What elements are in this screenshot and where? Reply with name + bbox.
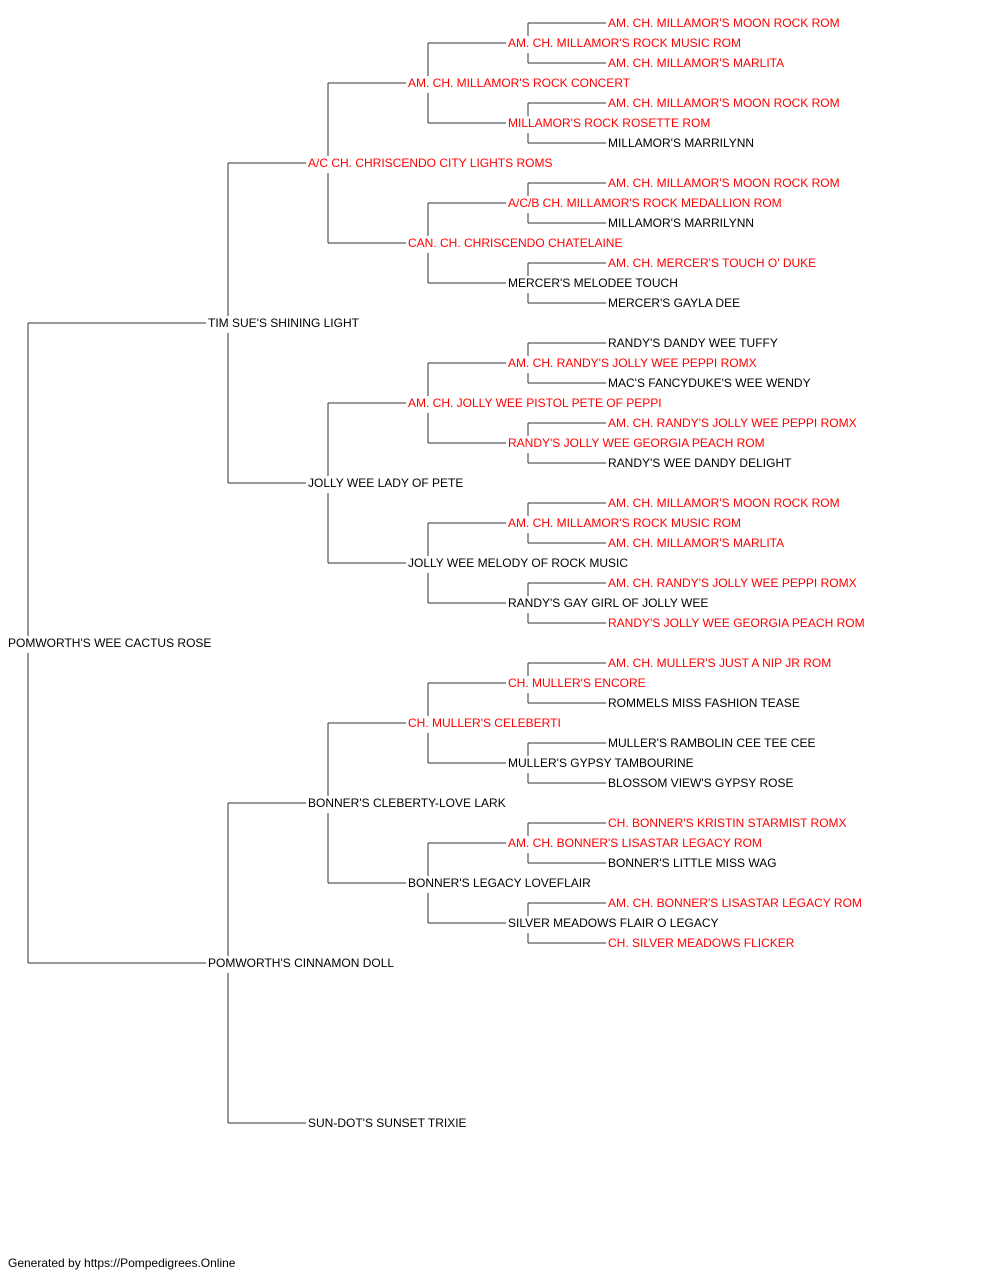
generated-by-footer: Generated by https://Pompedigrees.Online bbox=[8, 1256, 236, 1270]
pedigree-name-gen5: RANDY'S WEE DANDY DELIGHT bbox=[608, 456, 792, 470]
pedigree-name-gen4: AM. CH. MILLAMOR'S ROCK MUSIC ROM bbox=[508, 516, 741, 530]
pedigree-name-gen5: MULLER'S RAMBOLIN CEE TEE CEE bbox=[608, 736, 815, 750]
pedigree-name-gen5: AM. CH. MULLER'S JUST A NIP JR ROM bbox=[608, 656, 831, 670]
pedigree-connector-lines bbox=[27, 22, 606, 1124]
pedigree-name-gen4: MILLAMOR'S ROCK ROSETTE ROM bbox=[508, 116, 710, 130]
pedigree-name-gen5: MAC'S FANCYDUKE'S WEE WENDY bbox=[608, 376, 811, 390]
pedigree-name-gen5: CH. SILVER MEADOWS FLICKER bbox=[608, 936, 795, 950]
pedigree-name-gen4: RANDY'S JOLLY WEE GEORGIA PEACH ROM bbox=[508, 436, 765, 450]
pedigree-name-gen0: POMWORTH'S WEE CACTUS ROSE bbox=[8, 636, 211, 650]
pedigree-name-gen5: AM. CH. RANDY'S JOLLY WEE PEPPI ROMX bbox=[608, 576, 857, 590]
pedigree-name-gen4: RANDY'S GAY GIRL OF JOLLY WEE bbox=[508, 596, 708, 610]
pedigree-name-gen3: AM. CH. JOLLY WEE PISTOL PETE OF PEPPI bbox=[408, 396, 662, 410]
pedigree-name-gen5: ROMMELS MISS FASHION TEASE bbox=[608, 696, 800, 710]
pedigree-name-gen5: AM. CH. MILLAMOR'S MOON ROCK ROM bbox=[608, 16, 840, 30]
pedigree-name-gen5: AM. CH. BONNER'S LISASTAR LEGACY ROM bbox=[608, 896, 862, 910]
pedigree-name-gen4: MERCER'S MELODEE TOUCH bbox=[508, 276, 678, 290]
pedigree-name-gen4: AM. CH. BONNER'S LISASTAR LEGACY ROM bbox=[508, 836, 762, 850]
pedigree-name-labels: POMWORTH'S WEE CACTUS ROSE TIM SUE'S SHIN… bbox=[8, 16, 865, 1130]
pedigree-name-gen5: AM. CH. RANDY'S JOLLY WEE PEPPI ROMX bbox=[608, 416, 857, 430]
pedigree-name-gen4: SILVER MEADOWS FLAIR O LEGACY bbox=[508, 916, 719, 930]
pedigree-name-gen1: TIM SUE'S SHINING LIGHT bbox=[208, 316, 360, 330]
pedigree-name-gen2: A/C CH. CHRISCENDO CITY LIGHTS ROMS bbox=[308, 156, 552, 170]
pedigree-name-gen5: MILLAMOR'S MARRILYNN bbox=[608, 216, 754, 230]
pedigree-name-gen5: AM. CH. MILLAMOR'S MOON ROCK ROM bbox=[608, 96, 840, 110]
pedigree-name-gen3: CAN. CH. CHRISCENDO CHATELAINE bbox=[408, 236, 622, 250]
pedigree-name-gen5: BONNER'S LITTLE MISS WAG bbox=[608, 856, 777, 870]
pedigree-name-gen2: JOLLY WEE LADY OF PETE bbox=[308, 476, 463, 490]
pedigree-name-gen5: MERCER'S GAYLA DEE bbox=[608, 296, 740, 310]
pedigree-name-gen5: BLOSSOM VIEW'S GYPSY ROSE bbox=[608, 776, 793, 790]
pedigree-name-gen4: MULLER'S GYPSY TAMBOURINE bbox=[508, 756, 694, 770]
pedigree-name-gen4: CH. MULLER'S ENCORE bbox=[508, 676, 646, 690]
pedigree-name-gen5: AM. CH. MILLAMOR'S MOON ROCK ROM bbox=[608, 496, 840, 510]
pedigree-name-gen5: AM. CH. MERCER'S TOUCH O' DUKE bbox=[608, 256, 816, 270]
pedigree-name-gen2: BONNER'S CLEBERTY-LOVE LARK bbox=[308, 796, 506, 810]
pedigree-name-gen4: AM. CH. MILLAMOR'S ROCK MUSIC ROM bbox=[508, 36, 741, 50]
pedigree-name-gen5: RANDY'S JOLLY WEE GEORGIA PEACH ROM bbox=[608, 616, 865, 630]
pedigree-name-gen4: AM. CH. RANDY'S JOLLY WEE PEPPI ROMX bbox=[508, 356, 757, 370]
pedigree-name-gen4: A/C/B CH. MILLAMOR'S ROCK MEDALLION ROM bbox=[508, 196, 782, 210]
pedigree-name-gen5: RANDY'S DANDY WEE TUFFY bbox=[608, 336, 778, 350]
pedigree-name-gen3: BONNER'S LEGACY LOVEFLAIR bbox=[408, 876, 591, 890]
pedigree-name-gen2: SUN-DOT'S SUNSET TRIXIE bbox=[308, 1116, 467, 1130]
pedigree-name-gen5: AM. CH. MILLAMOR'S MOON ROCK ROM bbox=[608, 176, 840, 190]
pedigree-name-gen5: MILLAMOR'S MARRILYNN bbox=[608, 136, 754, 150]
pedigree-name-gen5: AM. CH. MILLAMOR'S MARLITA bbox=[608, 56, 784, 70]
pedigree-name-gen5: AM. CH. MILLAMOR'S MARLITA bbox=[608, 536, 784, 550]
pedigree-name-gen3: CH. MULLER'S CELEBERTI bbox=[408, 716, 561, 730]
pedigree-name-gen1: POMWORTH'S CINNAMON DOLL bbox=[208, 956, 394, 970]
pedigree-name-gen3: AM. CH. MILLAMOR'S ROCK CONCERT bbox=[408, 76, 631, 90]
pedigree-name-gen5: CH. BONNER'S KRISTIN STARMIST ROMX bbox=[608, 816, 847, 830]
pedigree-name-gen3: JOLLY WEE MELODY OF ROCK MUSIC bbox=[408, 556, 628, 570]
